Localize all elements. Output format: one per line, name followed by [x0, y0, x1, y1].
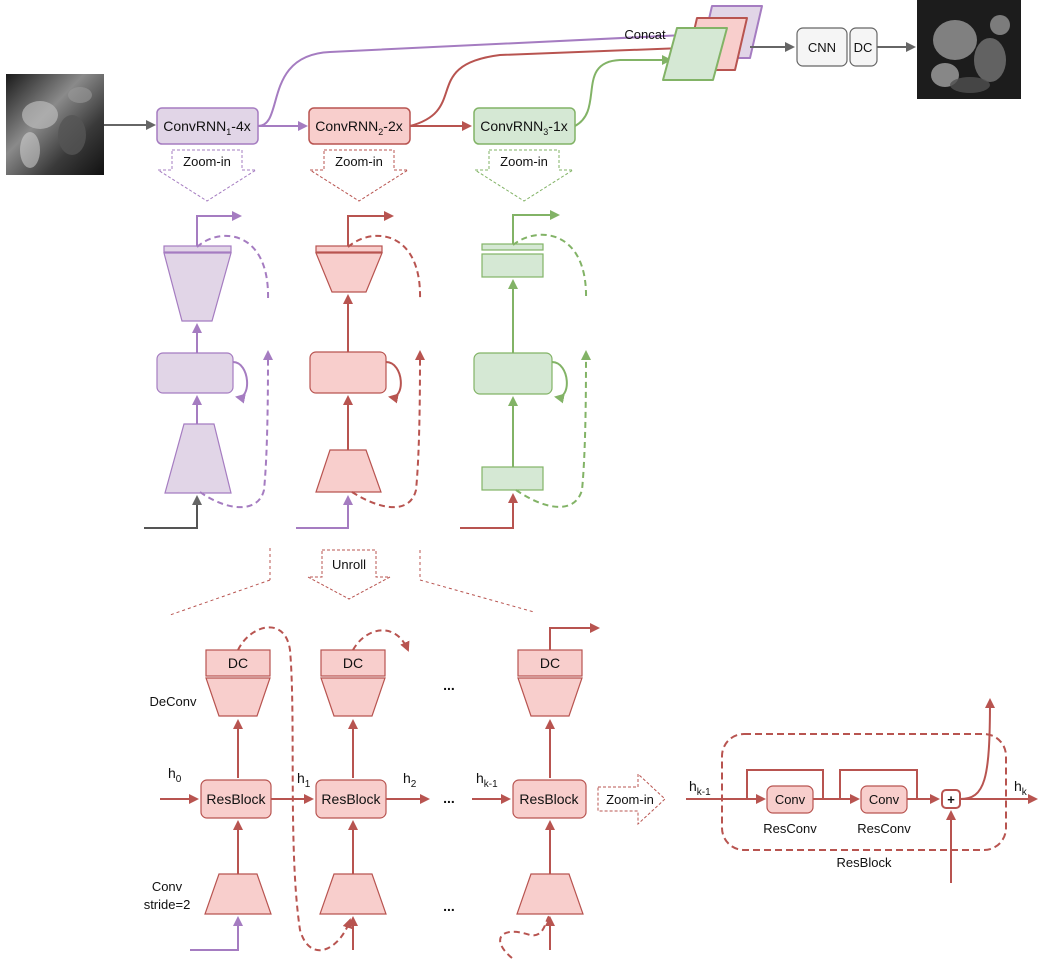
- svg-text:Unroll: Unroll: [332, 557, 366, 572]
- detail-hk-label: hk: [1014, 778, 1028, 798]
- concat-label: Concat: [624, 27, 666, 42]
- svg-text:Zoom-in: Zoom-in: [335, 154, 383, 169]
- h1-label: h1: [297, 770, 311, 790]
- dc-box: [205, 649, 271, 677]
- input-mri-image: [6, 74, 104, 175]
- conv-label: Conv: [152, 879, 183, 894]
- svg-text:DC: DC: [228, 655, 248, 671]
- rnn1-to-concat-curve: [257, 29, 707, 127]
- rnn3-cell: [460, 210, 591, 529]
- svg-text:DC: DC: [854, 40, 873, 55]
- resconv-label-2: ResConv: [857, 821, 911, 836]
- svg-text:Zoom-in: Zoom-in: [183, 154, 231, 169]
- dc-box: [517, 649, 583, 677]
- svg-text:Conv: Conv: [775, 792, 806, 807]
- rnn2-cell: [296, 211, 425, 529]
- svg-text:ResBlock: ResBlock: [321, 791, 381, 807]
- svg-text:ResBlock: ResBlock: [519, 791, 579, 807]
- convrnn3-label: ConvRNN3-1x: [480, 118, 567, 137]
- svg-text:Zoom-in: Zoom-in: [500, 154, 548, 169]
- resblock-detail-title: ResBlock: [837, 855, 892, 870]
- rnn2-to-concat-curve: [409, 43, 685, 127]
- deconv-label: DeConv: [150, 694, 197, 709]
- zoom-in-arrow-1: Zoom-in: [156, 149, 258, 202]
- ellipsis-bottom: ...: [443, 898, 455, 914]
- h0-label: h0: [168, 765, 182, 785]
- detail-hk1-label: hk-1: [689, 778, 711, 798]
- zoom-in-arrow-3: Zoom-in: [473, 149, 575, 202]
- svg-text:Conv: Conv: [869, 792, 900, 807]
- svg-text:ResBlock: ResBlock: [206, 791, 266, 807]
- svg-text:+: +: [947, 792, 955, 807]
- unroll-arrow: Unroll: [307, 549, 391, 600]
- svg-text:DC: DC: [343, 655, 363, 671]
- deconv-trapezoid: [205, 677, 271, 717]
- ellipsis-mid: ...: [443, 790, 455, 806]
- convrnn1-label: ConvRNN1-4x: [163, 118, 250, 137]
- ellipsis-top: ...: [443, 677, 455, 693]
- output-mri-image: [917, 0, 1021, 99]
- conv-trapezoid: [204, 873, 272, 915]
- hk1-label: hk-1: [476, 770, 498, 790]
- stride-label: stride=2: [144, 897, 191, 912]
- convrnn2-box: ConvRNN2-2x: [308, 107, 411, 145]
- rnn3-to-concat-curve: [574, 55, 672, 127]
- zoom-in-arrow-bottom: Zoom-in: [597, 772, 666, 826]
- resblock-box: [512, 779, 587, 819]
- svg-text:CNN: CNN: [808, 40, 836, 55]
- convrnn3-box: ConvRNN3-1x: [473, 107, 576, 145]
- dc-box-top: DC: [849, 27, 878, 67]
- svg-text:Zoom-in: Zoom-in: [606, 792, 654, 807]
- resblock-detail: Conv Conv +: [686, 698, 1038, 883]
- dc-box: [320, 649, 386, 677]
- svg-text:DC: DC: [540, 655, 560, 671]
- cnn-box: CNN: [796, 27, 848, 67]
- resconv-label-1: ResConv: [763, 821, 817, 836]
- convrnn1-box: ConvRNN1-4x: [156, 107, 259, 145]
- unrolled-step-k: DC ResBlock: [499, 623, 600, 959]
- zoom-in-arrow-2: Zoom-in: [308, 149, 410, 202]
- resblock-dashed-frame: [721, 733, 1007, 851]
- unrolled-step-2: DC ResBlock: [315, 629, 410, 950]
- h2-label: h2: [403, 770, 417, 790]
- convrnn2-label: ConvRNN2-2x: [315, 118, 402, 137]
- unrolled-step-1: DC ResBlock: [160, 626, 353, 952]
- rnn1-cell: [144, 211, 273, 529]
- concat-stack: [662, 5, 763, 81]
